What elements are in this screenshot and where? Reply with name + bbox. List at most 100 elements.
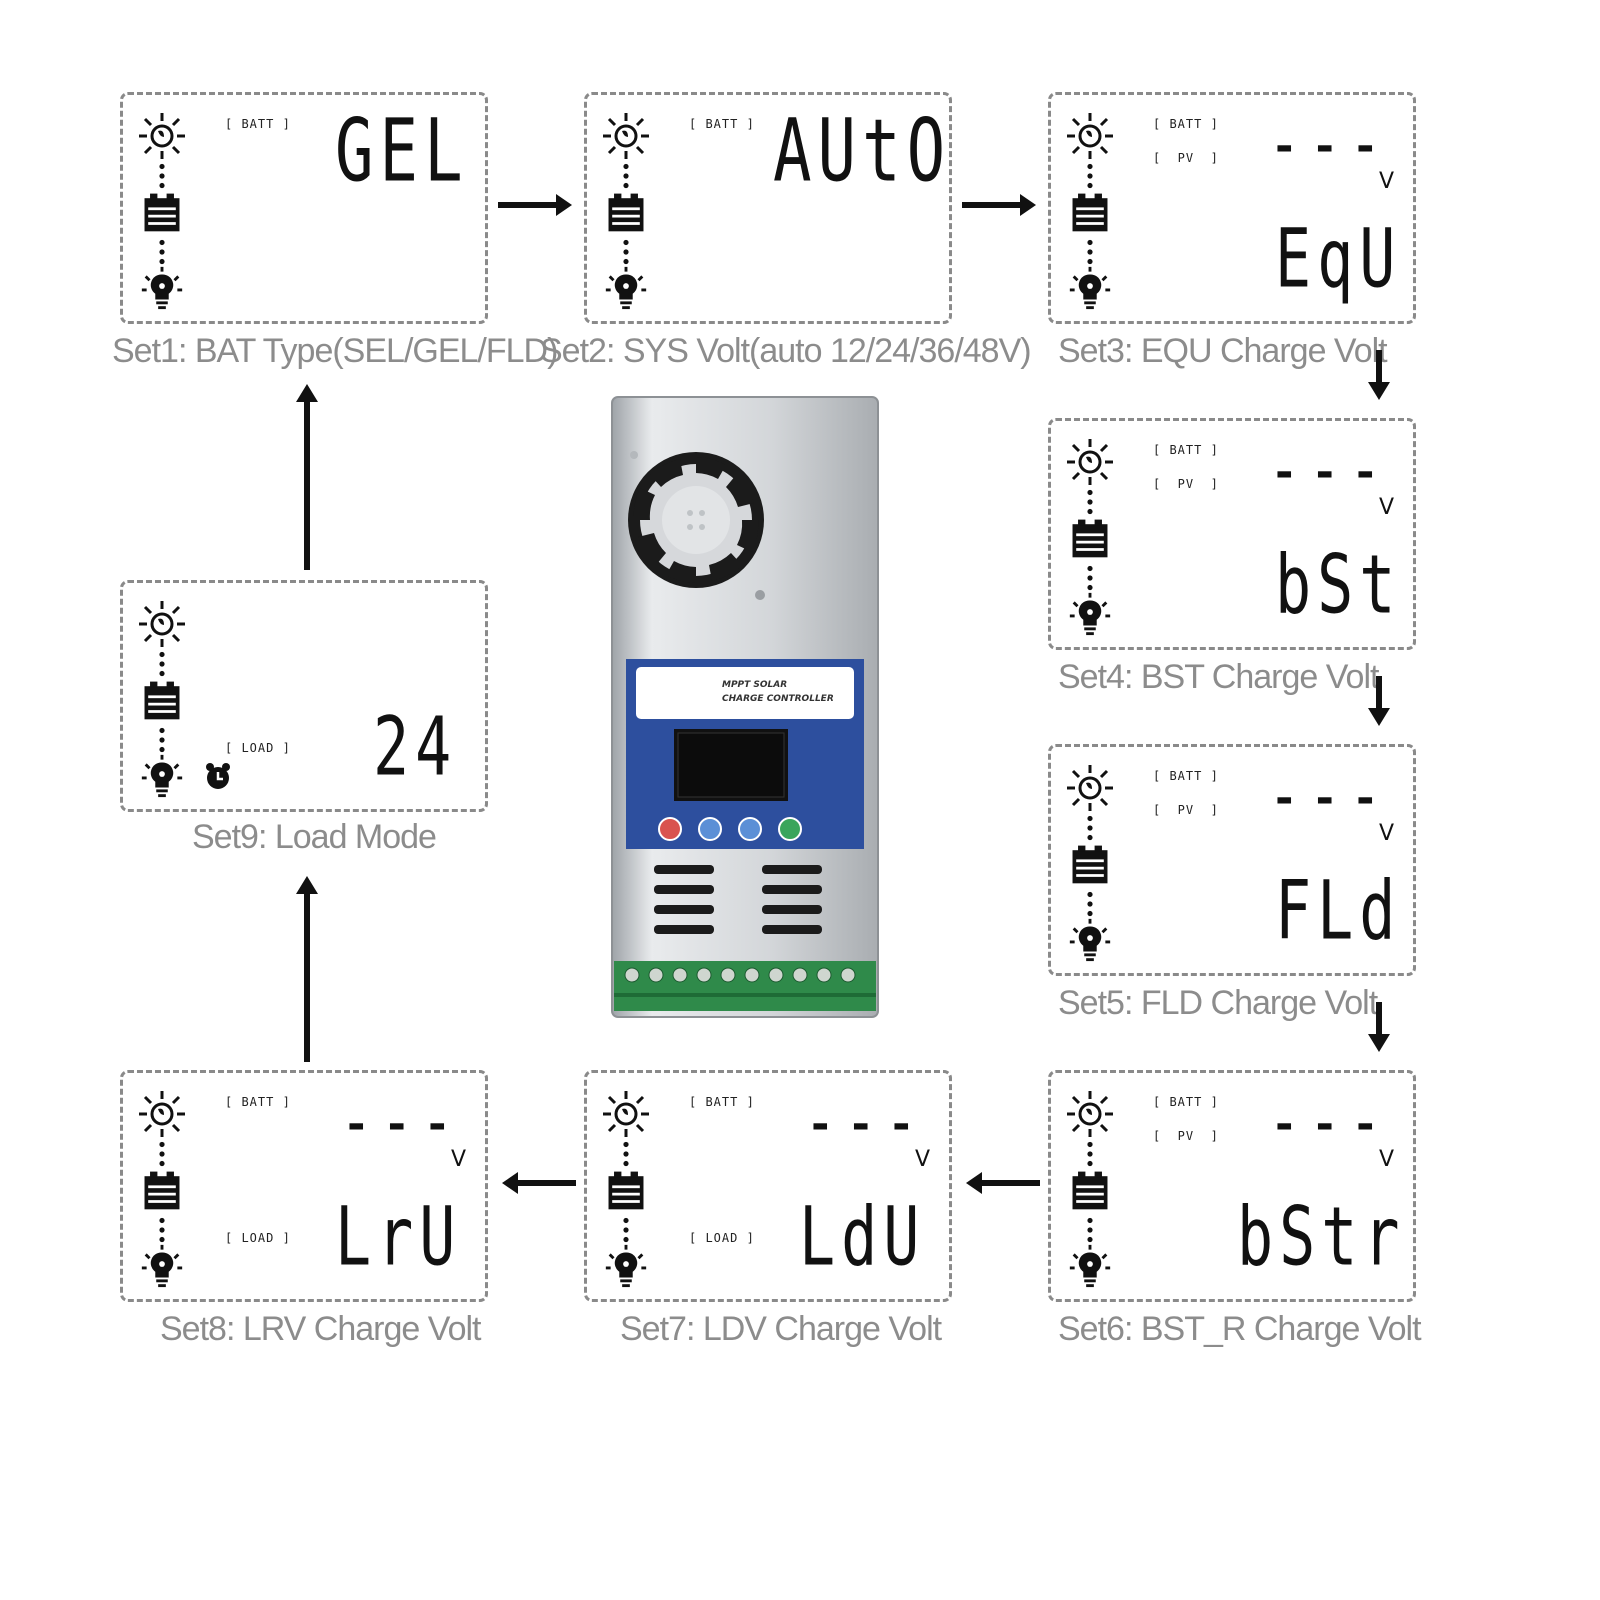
arrow-right-icon: [962, 194, 1036, 216]
load-tag: [ LOAD ]: [689, 1231, 755, 1245]
pv-tag: [ PV ]: [1153, 803, 1219, 817]
dots-icon: [157, 1217, 167, 1243]
batt-tag: [ BATT ]: [225, 1095, 291, 1109]
sun-icon: [601, 1089, 651, 1139]
dots-icon: [1085, 163, 1095, 189]
dots-icon: [1085, 565, 1095, 591]
volt-unit: V: [1379, 169, 1395, 194]
bulb-icon: [138, 751, 186, 799]
timer-icon: [206, 763, 230, 789]
arrow-up-icon: [296, 384, 318, 570]
sun-icon: [137, 1089, 187, 1139]
sun-icon: [1065, 437, 1115, 487]
load-tag: [ LOAD ]: [225, 741, 291, 755]
dots-icon: [157, 1141, 167, 1167]
batt-tag: [ BATT ]: [1153, 769, 1219, 783]
caption-set8: Set8: LRV Charge Volt: [160, 1310, 481, 1348]
lcd-value: 24: [373, 700, 458, 795]
lcd-panel-set7: [ BATT ] [ LOAD ] --- V LdU: [584, 1070, 952, 1302]
battery-icon: [1067, 841, 1113, 887]
arrow-down-icon: [1368, 676, 1390, 726]
bulb-icon: [138, 263, 186, 311]
caption-set4: Set4: BST Charge Volt: [1058, 658, 1379, 696]
icon-column: [1065, 111, 1119, 311]
volt-unit: V: [1379, 495, 1395, 520]
dots-icon: [157, 163, 167, 189]
battery-icon: [1067, 515, 1113, 561]
dots-icon: [1085, 239, 1095, 265]
volt-unit: V: [915, 1147, 931, 1172]
dots-icon: [621, 239, 631, 265]
arrow-right-icon: [498, 194, 572, 216]
lcd-value: EqU: [1275, 212, 1402, 307]
battery-icon: [1067, 189, 1113, 235]
bulb-icon: [138, 1241, 186, 1289]
icon-column: [601, 111, 655, 311]
lcd-value: GEL: [335, 102, 469, 203]
lcd-value: bSt: [1275, 538, 1402, 633]
icon-column: [601, 1089, 655, 1289]
arrow-down-icon: [1368, 350, 1390, 400]
icon-column: [137, 111, 191, 311]
pv-tag: [ PV ]: [1153, 1129, 1219, 1143]
dots-icon: [157, 651, 167, 677]
sun-icon: [1065, 111, 1115, 161]
bulb-icon: [1066, 1241, 1114, 1289]
load-tag: [ LOAD ]: [225, 1231, 291, 1245]
lcd-value: AUtO: [773, 102, 952, 203]
caption-set5: Set5: FLD Charge Volt: [1058, 984, 1378, 1022]
lcd-panel-set2: [ BATT ] AUtO: [584, 92, 952, 324]
lcd-panel-set9: [ LOAD ] 24: [120, 580, 488, 812]
bulb-icon: [602, 263, 650, 311]
dots-icon: [1085, 891, 1095, 917]
device-buttons: [658, 817, 802, 841]
batt-tag: [ BATT ]: [689, 117, 755, 131]
caption-set1: Set1: BAT Type(SEL/GEL/FLD): [112, 332, 558, 370]
sun-icon: [1065, 1089, 1115, 1139]
bulb-icon: [1066, 589, 1114, 637]
lcd-dashes: ---: [1271, 447, 1393, 498]
dots-icon: [1085, 1141, 1095, 1167]
lcd-dashes: ---: [1271, 773, 1393, 824]
lcd-value: LrU: [335, 1190, 462, 1285]
lcd-panel-set6: [ BATT ] [ PV ] --- V bStr: [1048, 1070, 1416, 1302]
battery-icon: [139, 677, 185, 723]
caption-set6: Set6: BST_R Charge Volt: [1058, 1310, 1422, 1348]
lcd-dashes: ---: [807, 1099, 929, 1150]
device-label-line2: CHARGE CONTROLLER: [722, 694, 834, 704]
arrow-left-icon: [966, 1172, 1040, 1194]
lcd-dashes: ---: [1271, 121, 1393, 172]
lcd-panel-set5: [ BATT ] [ PV ] --- V FLd: [1048, 744, 1416, 976]
fan-icon: [628, 451, 765, 600]
volt-unit: V: [1379, 821, 1395, 846]
batt-tag: [ BATT ]: [1153, 117, 1219, 131]
sun-icon: [137, 599, 187, 649]
lcd-panel-set3: [ BATT ] [ PV ] --- V EqU: [1048, 92, 1416, 324]
volt-unit: V: [451, 1147, 467, 1172]
pv-tag: [ PV ]: [1153, 477, 1219, 491]
battery-icon: [603, 189, 649, 235]
dots-icon: [621, 1141, 631, 1167]
batt-tag: [ BATT ]: [1153, 1095, 1219, 1109]
caption-set3: Set3: EQU Charge Volt: [1058, 332, 1388, 370]
batt-tag: [ BATT ]: [689, 1095, 755, 1109]
icon-column: [137, 599, 191, 799]
batt-tag: [ BATT ]: [1153, 443, 1219, 457]
lcd-panel-set8: [ BATT ] [ LOAD ] --- V LrU: [120, 1070, 488, 1302]
icon-column: [1065, 1089, 1119, 1289]
arrow-down-icon: [1368, 1002, 1390, 1052]
pv-tag: [ PV ]: [1153, 151, 1219, 165]
battery-icon: [603, 1167, 649, 1213]
icon-column: [137, 1089, 191, 1289]
device-label-line1: MPPT SOLAR: [722, 680, 787, 690]
sun-icon: [137, 111, 187, 161]
battery-icon: [1067, 1167, 1113, 1213]
lcd-panel-set1: [ BATT ] GEL: [120, 92, 488, 324]
bulb-icon: [1066, 263, 1114, 311]
icon-column: [1065, 763, 1119, 963]
battery-icon: [139, 189, 185, 235]
lcd-value: bStr: [1237, 1190, 1406, 1285]
sun-icon: [1065, 763, 1115, 813]
sun-icon: [601, 111, 651, 161]
dots-icon: [1085, 815, 1095, 841]
